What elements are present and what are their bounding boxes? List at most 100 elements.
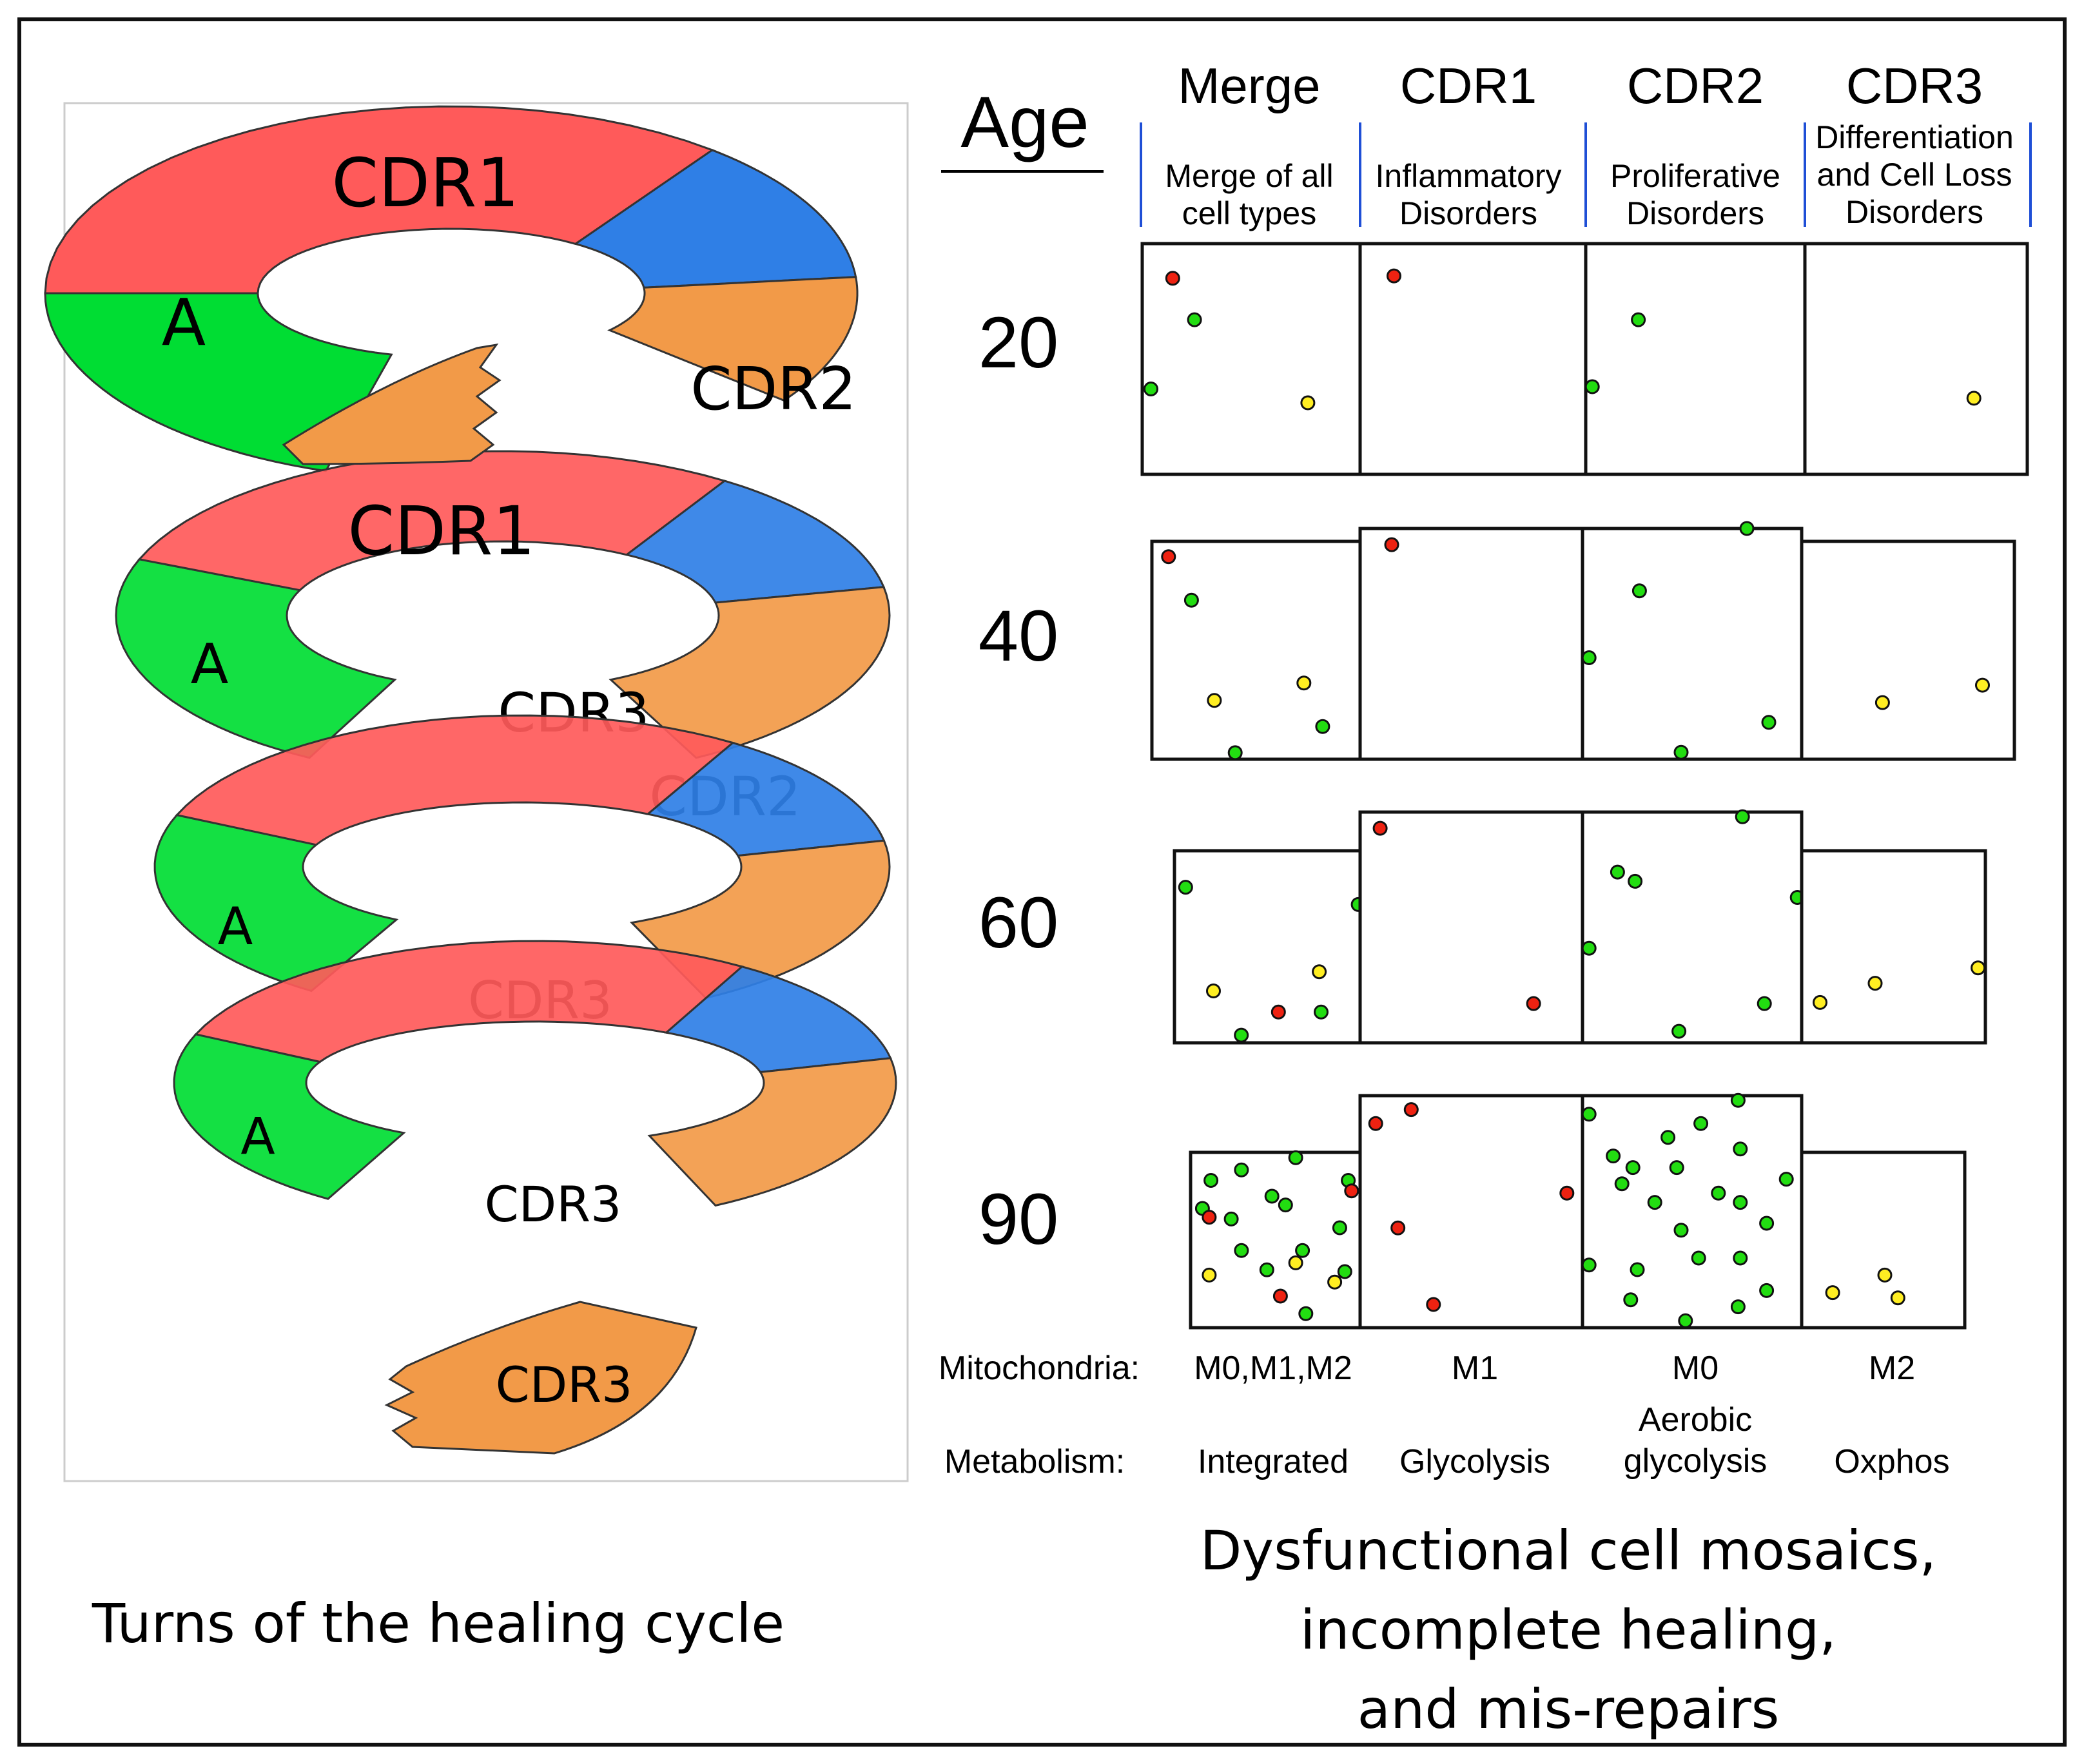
green-cell xyxy=(1671,1023,1687,1039)
mosaic-box xyxy=(1581,521,1804,761)
green-cell xyxy=(1678,1313,1693,1328)
yellow-cell xyxy=(1875,695,1890,710)
metabolism-value: Aerobic xyxy=(1639,1401,1752,1439)
green-cell xyxy=(1223,1211,1239,1226)
green-cell xyxy=(1278,1197,1293,1213)
green-cell xyxy=(1315,719,1330,734)
yellow-cell xyxy=(1312,964,1327,980)
yellow-cell xyxy=(1206,984,1221,998)
green-cell xyxy=(1730,1092,1746,1108)
mitochondria-value: M0 xyxy=(1672,1350,1719,1387)
yellow-cell xyxy=(1890,1290,1905,1306)
a-phase-label: A xyxy=(218,897,253,956)
red-cell xyxy=(1387,268,1401,284)
spiral-turns: ACDR1CDR2ACDR1CDR2CDR3ACDR3ACDR3CDR3 xyxy=(44,105,897,1455)
metabolism-value: glycolysis xyxy=(1624,1442,1768,1480)
red-cell xyxy=(1372,820,1388,836)
mosaic-grid xyxy=(1140,242,2029,1330)
red-cell xyxy=(1559,1185,1575,1201)
green-cell xyxy=(1183,592,1199,608)
footer-rows: Mitochondria:Metabolism:M0,M1,M2Integrat… xyxy=(939,1350,1950,1480)
red-cell xyxy=(1390,1220,1406,1236)
yellow-cell xyxy=(1971,960,1986,976)
column-subtitle: and Cell Loss xyxy=(1817,157,2012,193)
yellow-cell xyxy=(1825,1285,1840,1301)
green-cell xyxy=(1691,1250,1706,1266)
metabolism-row-label: Metabolism: xyxy=(944,1443,1125,1480)
yellow-cell xyxy=(1300,395,1316,411)
red-cell xyxy=(1384,537,1399,552)
column-subtitle: Merge of all xyxy=(1165,158,1333,194)
mosaic-caption-line: incomplete healing, xyxy=(1300,1598,1836,1662)
green-cell xyxy=(1669,1160,1684,1176)
mosaic-frame xyxy=(1358,527,1588,761)
mosaic-frame xyxy=(1800,849,1987,1045)
green-cell xyxy=(1227,745,1243,761)
mosaic-frame xyxy=(1358,1094,1584,1330)
green-cell xyxy=(1259,1262,1274,1277)
mosaic-box xyxy=(1140,242,1362,476)
green-cell xyxy=(1581,940,1597,956)
green-cell xyxy=(1614,1176,1630,1192)
green-cell xyxy=(1581,1257,1597,1273)
red-cell xyxy=(1271,1004,1286,1020)
green-cell xyxy=(1144,382,1158,396)
green-cell xyxy=(1778,1172,1794,1187)
yellow-cell xyxy=(1975,677,1990,693)
torn-start-segment xyxy=(282,343,502,465)
a-phase-label: A xyxy=(191,632,229,697)
mitochondria-value: M1 xyxy=(1452,1350,1498,1387)
green-cell xyxy=(1757,996,1772,1011)
cdr3-segment xyxy=(609,586,891,759)
green-cell xyxy=(1314,1004,1329,1020)
yellow-cell xyxy=(1327,1274,1343,1290)
a-phase-label: A xyxy=(162,285,206,360)
age-label: 40 xyxy=(979,596,1059,676)
green-cell xyxy=(1759,1283,1775,1298)
green-cell xyxy=(1581,650,1597,665)
age-label: 90 xyxy=(979,1179,1059,1259)
green-cell xyxy=(1739,521,1755,536)
metabolism-value: Oxphos xyxy=(1834,1443,1949,1480)
green-cell xyxy=(1660,1130,1676,1145)
mosaic-frame xyxy=(1800,539,2016,761)
column-title: Merge xyxy=(1178,57,1320,114)
mosaic-box xyxy=(1800,539,2016,761)
column-subtitle: Disorders xyxy=(1626,195,1764,231)
mosaic-box xyxy=(1800,1150,1967,1330)
metabolism-value: Integrated xyxy=(1198,1443,1349,1480)
yellow-cell xyxy=(1296,675,1312,691)
mosaic-frame xyxy=(1803,242,2029,476)
spiral-caption: Turns of the healing cycle xyxy=(92,1592,784,1655)
yellow-cell xyxy=(1867,976,1883,991)
column-subtitle: Disorders xyxy=(1845,194,1983,230)
green-cell xyxy=(1295,1243,1310,1258)
column-subtitle: Inflammatory xyxy=(1376,158,1562,194)
red-cell xyxy=(1161,549,1176,565)
mosaic-box xyxy=(1584,242,1807,476)
mosaic-box xyxy=(1581,1092,1804,1330)
green-cell xyxy=(1606,1149,1621,1164)
mitochondria-value: M2 xyxy=(1869,1350,1915,1387)
green-cell xyxy=(1733,1250,1748,1266)
mosaic-frame xyxy=(1584,242,1807,476)
mosaic-caption-line: Dysfunctional cell mosaics, xyxy=(1200,1519,1937,1582)
cdr1-label: CDR1 xyxy=(331,144,519,222)
cdr1-label: CDR1 xyxy=(347,492,535,570)
red-cell xyxy=(1272,1288,1288,1304)
green-cell xyxy=(1673,1223,1689,1238)
mosaic-box xyxy=(1358,1094,1584,1330)
spiral-panel: ACDR1CDR2ACDR1CDR2CDR3ACDR3ACDR3CDR3 Tur… xyxy=(44,102,909,1655)
green-cell xyxy=(1264,1188,1280,1204)
green-cell xyxy=(1234,1027,1249,1043)
column-title: CDR2 xyxy=(1627,57,1764,114)
cdr3-segment xyxy=(607,276,859,402)
mosaic-box xyxy=(1189,1150,1362,1330)
